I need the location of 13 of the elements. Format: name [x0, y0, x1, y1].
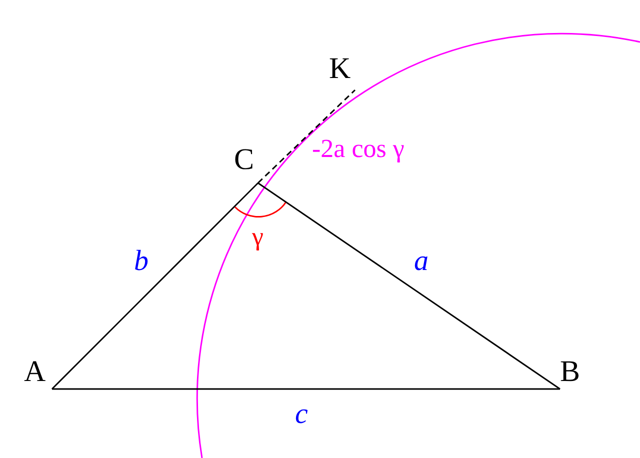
vertex-label: A — [24, 357, 52, 389]
edge-label: -2a cos γ — [312, 134, 404, 164]
edge-label: b — [134, 246, 148, 276]
dashed-line — [257, 89, 356, 184]
angle-label: γ — [252, 222, 264, 252]
edge-label: a — [414, 246, 428, 276]
triangle-side — [52, 388, 560, 390]
vertex-label: K — [329, 54, 356, 90]
triangle-side — [258, 182, 560, 390]
vertex-label: C — [234, 145, 258, 183]
edge-label: c — [295, 399, 308, 429]
vertex-label: B — [560, 357, 585, 389]
triangle-side — [51, 182, 259, 390]
